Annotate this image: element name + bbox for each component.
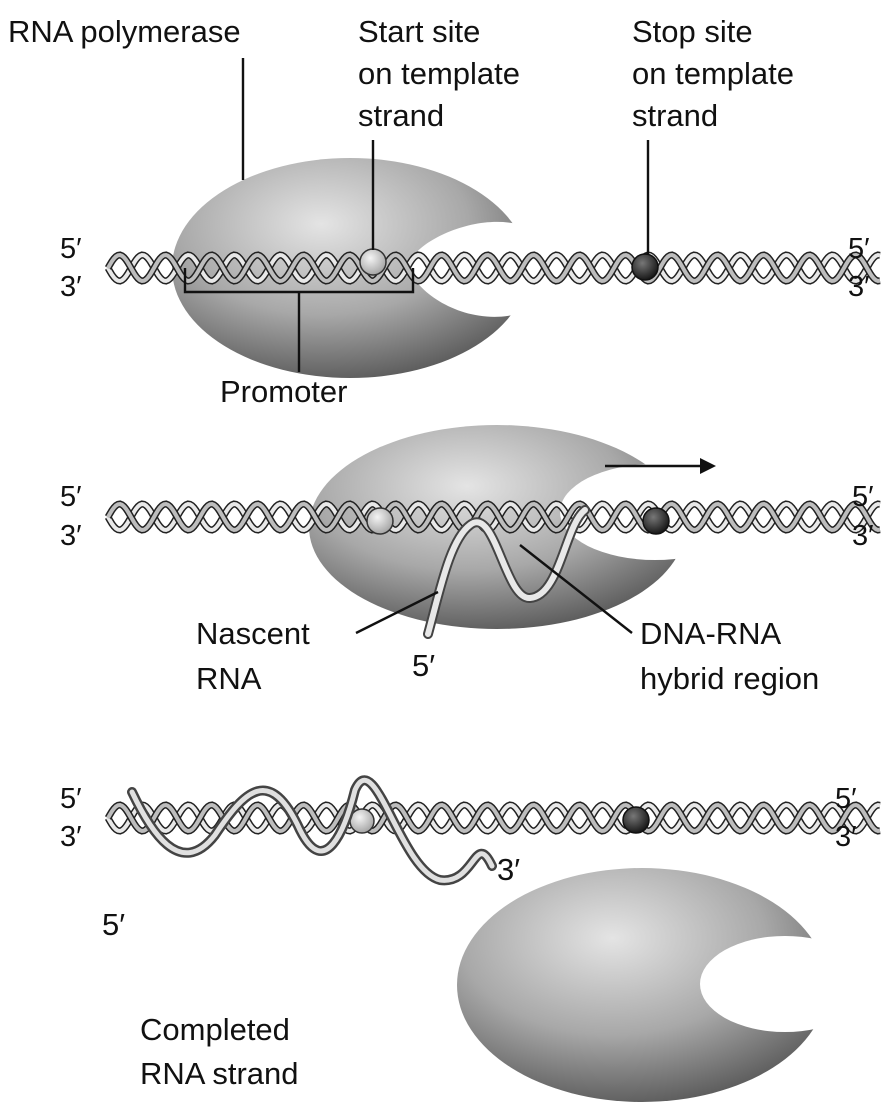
rna-polymerase-enzyme-3 [457,868,827,1102]
stop-site-marker-3 [623,807,649,833]
hybrid-region-label-line-1: DNA-RNA [640,616,782,651]
start-site-label-line-1: Start site [358,14,480,49]
five-prime-left-1: 5′ [60,233,82,265]
rna-three-prime-end-label-3: 3′ [497,852,520,887]
three-prime-left-2: 3′ [60,520,82,552]
rna-five-prime-end-label-3: 5′ [102,907,125,942]
panel-initiation: RNA polymerase Start site on template st… [8,14,880,409]
three-prime-right-2: 3′ [852,520,874,552]
panel-elongation: Nascent RNA 5′ DNA-RNA hybrid region 5′ … [60,425,880,696]
start-site-marker-1 [360,249,386,275]
five-prime-left-3: 5′ [60,783,82,815]
start-site-marker-2 [367,508,393,534]
three-prime-left-3: 3′ [60,821,82,853]
stop-site-label-line-1: Stop site [632,14,753,49]
start-site-label-line-3: strand [358,98,444,133]
rna-polymerase-label: RNA polymerase [8,14,241,49]
five-prime-right-2: 5′ [852,481,874,513]
five-prime-right-3: 5′ [835,783,857,815]
five-prime-left-2: 5′ [60,481,82,513]
start-site-label-line-2: on template [358,56,520,91]
completed-rna-label-line-2: RNA strand [140,1056,299,1091]
nascent-rna-label-line-2: RNA [196,661,262,696]
panel-termination: Completed RNA strand 5′ 3′ 5′ 3′ 5′ 3′ [60,780,880,1102]
three-prime-right-1: 3′ [848,271,870,303]
stop-site-label-line-3: strand [632,98,718,133]
hybrid-region-label-line-2: hybrid region [640,661,819,696]
completed-rna-label-line-1: Completed [140,1012,290,1047]
three-prime-right-3: 3′ [835,821,857,853]
three-prime-left-1: 3′ [60,271,82,303]
nascent-rna-label-line-1: Nascent [196,616,310,651]
five-prime-right-1: 5′ [848,233,870,265]
rna-five-prime-end-label: 5′ [412,648,435,683]
stop-site-label-line-2: on template [632,56,794,91]
promoter-label: Promoter [220,374,347,409]
stop-site-marker-2 [643,508,669,534]
stop-site-marker-1 [632,254,658,280]
